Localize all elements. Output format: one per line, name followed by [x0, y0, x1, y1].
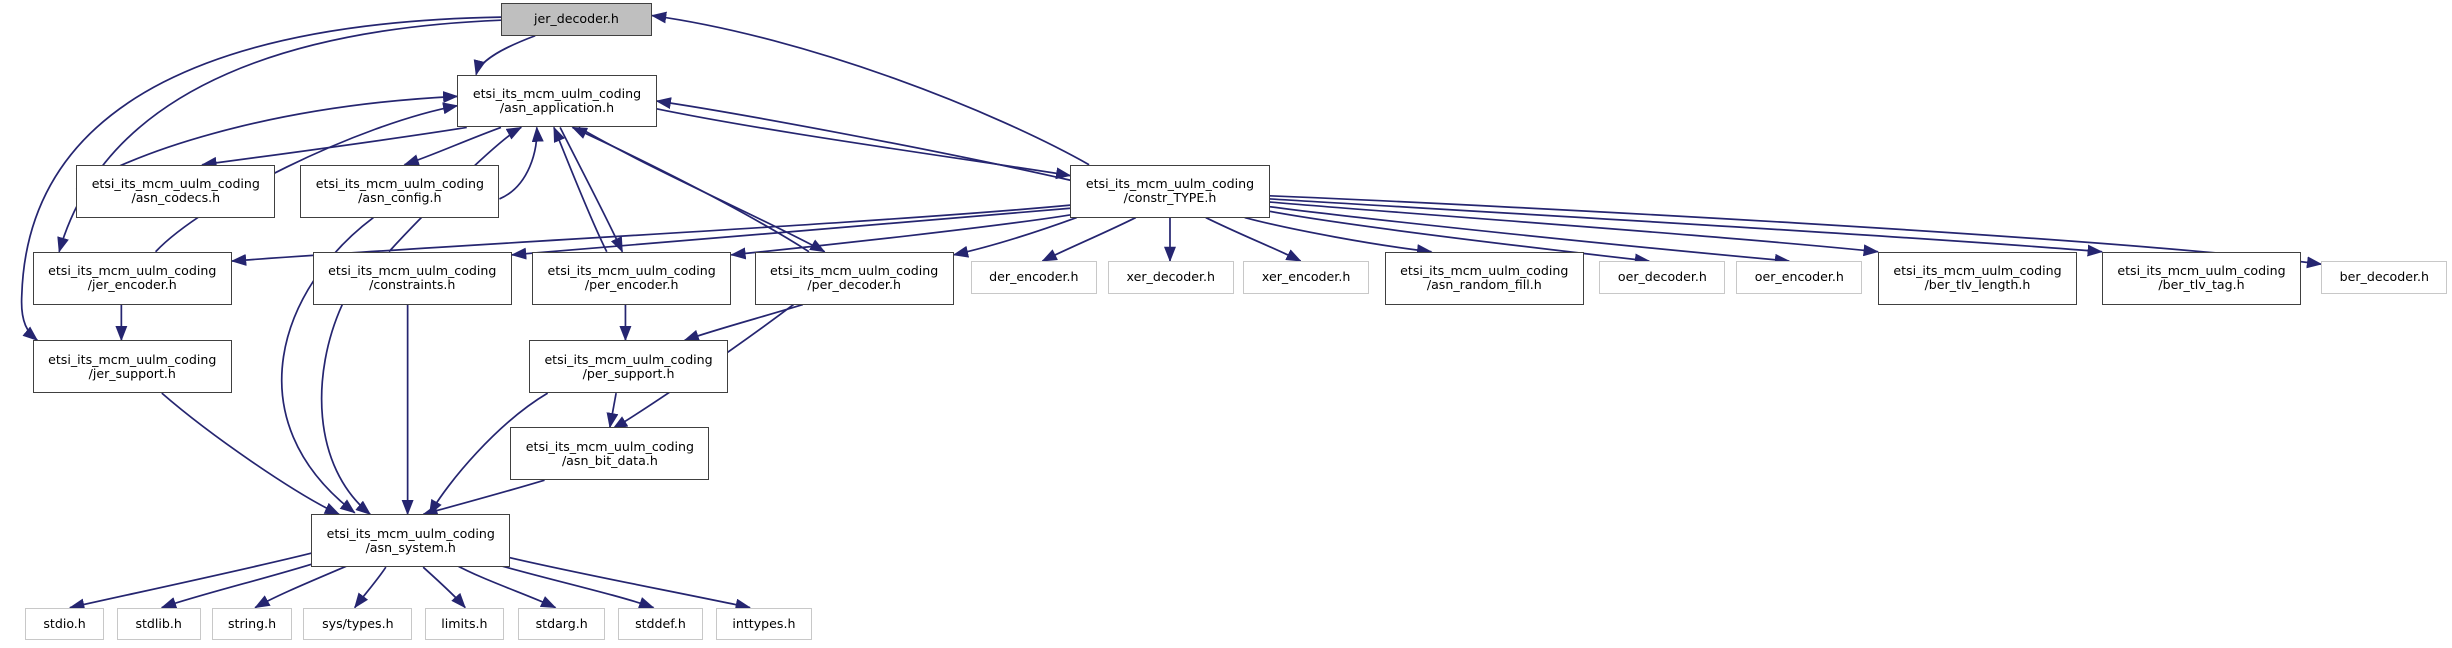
graph-node-xer_decoder[interactable]: xer_decoder.h: [1107, 261, 1234, 294]
graph-node-label: etsi_its_mcm_uulm_coding /asn_system.h: [326, 525, 495, 555]
graph-node-label: string.h: [227, 615, 277, 631]
graph-edge-constr_TYPE-to-ber_tlv_length: [1269, 201, 1879, 257]
graph-node-per_support[interactable]: etsi_its_mcm_uulm_coding /per_support.h: [528, 340, 729, 394]
graph-edge-asn_system-to-sys_types: [354, 566, 387, 609]
graph-node-label: etsi_its_mcm_uulm_coding /ber_tlv_tag.h: [2117, 263, 2286, 293]
graph-node-label: inttypes.h: [732, 615, 796, 631]
graph-node-constr_TYPE[interactable]: etsi_its_mcm_uulm_coding /constr_TYPE.h: [1070, 164, 1270, 218]
graph-node-label: ber_decoder.h: [2339, 269, 2429, 285]
graph-node-label: etsi_its_mcm_uulm_coding /constraints.h: [328, 263, 497, 293]
graph-node-label: etsi_its_mcm_uulm_coding /jer_encoder.h: [48, 263, 217, 293]
graph-edge-constr_TYPE-to-asn_random_fill: [1244, 216, 1433, 257]
graph-edge-constr_TYPE-to-oer_encoder: [1269, 205, 1791, 266]
graph-edge-constr_TYPE-to-oer_decoder: [1269, 210, 1651, 266]
graph-node-asn_random_fill[interactable]: etsi_its_mcm_uulm_coding /asn_random_fil…: [1384, 251, 1584, 305]
graph-node-asn_bit_data[interactable]: etsi_its_mcm_uulm_coding /asn_bit_data.h: [510, 427, 710, 481]
graph-node-label: der_encoder.h: [989, 269, 1079, 285]
graph-node-label: stdlib.h: [135, 615, 182, 631]
graph-node-der_encoder[interactable]: der_encoder.h: [970, 261, 1097, 294]
graph-edge-per_encoder-to-asn_application: [553, 126, 608, 253]
graph-edge-constr_TYPE-to-xer_encoder: [1205, 216, 1302, 262]
graph-node-label: etsi_its_mcm_uulm_coding /jer_support.h: [48, 351, 217, 381]
graph-node-oer_encoder[interactable]: oer_encoder.h: [1736, 261, 1863, 294]
graph-node-label: stdarg.h: [535, 615, 588, 631]
graph-edge-asn_bit_data-to-asn_system: [422, 479, 545, 517]
graph-node-label: sys/types.h: [322, 615, 394, 631]
graph-edge-asn_application-to-per_decoder: [578, 126, 826, 253]
graph-edge-asn_application-to-asn_config: [403, 126, 502, 166]
graph-node-ber_tlv_length[interactable]: etsi_its_mcm_uulm_coding /ber_tlv_length…: [1877, 251, 2078, 305]
graph-node-ber_tlv_tag[interactable]: etsi_its_mcm_uulm_coding /ber_tlv_tag.h: [2101, 251, 2302, 305]
graph-node-ber_decoder[interactable]: ber_decoder.h: [2321, 261, 2448, 294]
graph-node-stddef[interactable]: stddef.h: [617, 607, 704, 641]
graph-node-label: etsi_its_mcm_uulm_coding /asn_config.h: [315, 176, 484, 206]
graph-node-stdlib[interactable]: stdlib.h: [116, 607, 201, 641]
graph-edge-constr_TYPE-to-per_encoder: [730, 213, 1074, 260]
graph-node-asn_config[interactable]: etsi_its_mcm_uulm_coding /asn_config.h: [300, 164, 500, 218]
graph-node-label: etsi_its_mcm_uulm_coding /per_support.h: [544, 351, 713, 381]
graph-node-per_encoder[interactable]: etsi_its_mcm_uulm_coding /per_encoder.h: [532, 251, 732, 305]
graph-node-sys_types[interactable]: sys/types.h: [303, 607, 413, 641]
graph-node-inttypes[interactable]: inttypes.h: [715, 607, 813, 641]
graph-edge-asn_system-to-stdio: [69, 552, 312, 611]
graph-edge-asn_system-to-stdarg: [453, 563, 557, 609]
graph-node-label: oer_decoder.h: [1617, 269, 1707, 285]
graph-node-asn_application[interactable]: etsi_its_mcm_uulm_coding /asn_applicatio…: [457, 74, 657, 128]
graph-node-string[interactable]: string.h: [211, 607, 293, 641]
graph-node-xer_encoder[interactable]: xer_encoder.h: [1243, 261, 1370, 294]
graph-node-label: etsi_its_mcm_uulm_coding /constr_TYPE.h: [1085, 176, 1255, 206]
graph-node-per_decoder[interactable]: etsi_its_mcm_uulm_coding /per_decoder.h: [754, 251, 954, 305]
graph-edge-asn_config-to-asn_application: [499, 126, 544, 200]
graph-node-label: etsi_its_mcm_uulm_coding /asn_bit_data.h: [525, 438, 694, 468]
graph-node-label: etsi_its_mcm_uulm_coding /asn_random_fil…: [1400, 263, 1569, 293]
graph-node-limits[interactable]: limits.h: [424, 607, 505, 641]
graph-edge-asn_system-to-string: [254, 561, 356, 609]
graph-node-label: etsi_its_mcm_uulm_coding /per_encoder.h: [547, 263, 716, 293]
graph-edge-per_support-to-asn_system: [428, 392, 549, 516]
graph-node-jer_decoder[interactable]: jer_decoder.h: [500, 3, 652, 36]
graph-edge-constraints-to-asn_system: [320, 304, 372, 516]
graph-node-constraints[interactable]: etsi_its_mcm_uulm_coding /constraints.h: [312, 251, 512, 305]
graph-node-jer_encoder[interactable]: etsi_its_mcm_uulm_coding /jer_encoder.h: [32, 251, 232, 305]
graph-node-label: oer_encoder.h: [1754, 269, 1844, 285]
graph-node-label: xer_decoder.h: [1126, 269, 1215, 285]
graph-node-oer_decoder[interactable]: oer_decoder.h: [1599, 261, 1726, 294]
graph-edge-jer_decoder-to-asn_application: [473, 34, 536, 76]
graph-edge-asn_system-to-inttypes: [497, 553, 751, 611]
graph-node-label: xer_encoder.h: [1261, 269, 1351, 285]
graph-node-stdio[interactable]: stdio.h: [24, 607, 105, 641]
graph-edge-asn_system-to-limits: [422, 566, 466, 609]
graph-edge-jer_encoder-to-asn_application: [154, 102, 459, 253]
graph-edge-constr_TYPE-to-ber_tlv_tag: [1269, 198, 2103, 257]
graph-node-asn_system[interactable]: etsi_its_mcm_uulm_coding /asn_system.h: [311, 514, 511, 568]
graph-edge-asn_application-to-constr_TYPE: [656, 107, 1072, 180]
graph-node-label: etsi_its_mcm_uulm_coding /per_decoder.h: [770, 263, 939, 293]
graph-edge-constr_TYPE-to-asn_application: [655, 97, 1071, 182]
graph-edge-constr_TYPE-to-per_decoder: [952, 216, 1077, 258]
graph-edge-per_support-to-asn_bit_data: [606, 392, 619, 429]
graph-node-label: limits.h: [441, 615, 488, 631]
graph-node-stdarg[interactable]: stdarg.h: [518, 607, 606, 641]
graph-edge-constr_TYPE-to-jer_decoder: [650, 11, 1090, 166]
graph-edge-jer_support-to-asn_system: [161, 392, 341, 516]
graph-node-label: etsi_its_mcm_uulm_coding /asn_applicatio…: [472, 85, 642, 115]
graph-edge-asn_system-to-stdlib: [160, 558, 327, 609]
graph-node-label: etsi_its_mcm_uulm_coding /asn_codecs.h: [91, 176, 260, 206]
graph-node-label: etsi_its_mcm_uulm_coding /ber_tlv_length…: [1893, 263, 2062, 293]
graph-node-label: stdio.h: [43, 615, 86, 631]
graph-edge-asn_application-to-per_encoder: [559, 127, 624, 253]
graph-edge-constr_TYPE-to-der_encoder: [1041, 216, 1137, 262]
graph-edge-constr_TYPE-to-constraints: [510, 207, 1071, 260]
graph-node-jer_support[interactable]: etsi_its_mcm_uulm_coding /jer_support.h: [32, 340, 232, 394]
graph-edge-asn_config-to-asn_system: [280, 216, 374, 514]
graph-node-label: stddef.h: [635, 615, 686, 631]
graph-node-label: jer_decoder.h: [534, 11, 619, 27]
graph-node-asn_codecs[interactable]: etsi_its_mcm_uulm_coding /asn_codecs.h: [76, 164, 276, 218]
graph-edge-jer_decoder-to-jer_support: [20, 16, 501, 341]
